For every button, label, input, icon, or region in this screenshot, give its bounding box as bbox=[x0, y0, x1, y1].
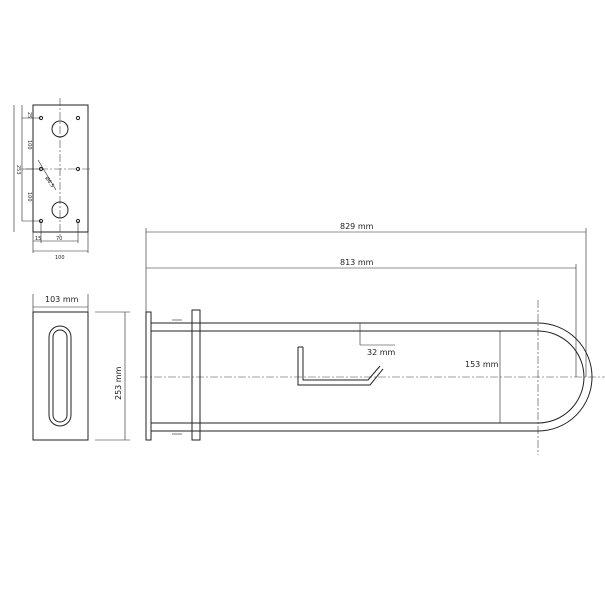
height-253-label: 253 mm bbox=[114, 366, 123, 400]
paper-holder bbox=[297, 346, 384, 386]
length-829-label: 829 mm bbox=[340, 222, 374, 231]
side-view: 829 mm 813 mm 32 mm 153 mm bbox=[140, 222, 605, 455]
front-slot-outer bbox=[48, 325, 72, 427]
width-153-label: 153 mm bbox=[465, 360, 499, 369]
hole-top bbox=[51, 120, 69, 138]
dim-100-width: 100 bbox=[55, 255, 65, 261]
hinge-bracket bbox=[191, 309, 201, 441]
dim-253: 253 bbox=[15, 165, 21, 175]
front-plate bbox=[32, 311, 89, 441]
tube-32-label: 32 mm bbox=[367, 348, 396, 357]
width-103-label: 103 mm bbox=[45, 295, 79, 304]
length-813-label: 813 mm bbox=[340, 258, 374, 267]
dim-100-upper: 100 bbox=[26, 140, 32, 150]
hole-bottom bbox=[51, 201, 69, 219]
dim-70: 70 bbox=[56, 236, 62, 242]
front-slot-inner bbox=[52, 329, 68, 423]
plate-outline bbox=[32, 104, 89, 233]
dim-25: 25 bbox=[26, 112, 32, 118]
wall-plate bbox=[145, 311, 152, 441]
grab-bar-inner bbox=[151, 330, 585, 424]
front-view: 103 mm 253 mm bbox=[32, 294, 130, 441]
dim-15: 15 bbox=[35, 236, 41, 242]
grab-bar-outer bbox=[151, 322, 593, 432]
mounting-plate-view: 25 100 253 100 15 70 100 Ø6.5 bbox=[13, 98, 92, 261]
dim-100-lower: 100 bbox=[26, 192, 32, 202]
